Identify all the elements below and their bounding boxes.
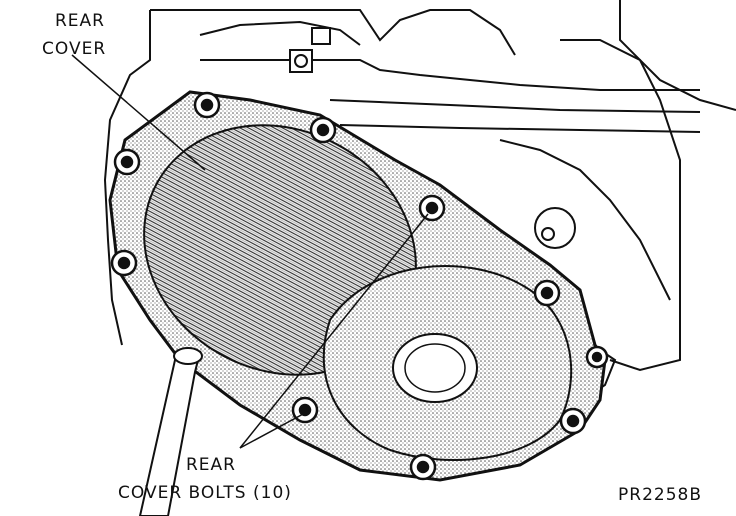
rear-cover-leader: [71, 54, 206, 171]
cover-bolt: [533, 279, 561, 307]
cover-bolt: [559, 407, 587, 435]
rear-cover-bolts: [110, 91, 609, 481]
cover-bolt: [291, 396, 319, 424]
cover-bolt: [110, 249, 138, 277]
figure-code: PR2258B: [618, 485, 702, 505]
bolts-leader-upper: [239, 213, 429, 449]
pry-tool: [138, 347, 203, 516]
cover-bolt: [309, 116, 337, 144]
cover-bolt: [409, 453, 437, 481]
housing-top-bolts: [289, 27, 331, 73]
rear-cover-label-line2: COVER: [42, 39, 106, 59]
cover-bolt: [113, 148, 141, 176]
leader-lines: [71, 54, 429, 449]
cover-bolts-label-line1: REAR: [186, 455, 236, 475]
output-shaft-boss: [392, 333, 478, 403]
cover-bolts-label-line2: COVER BOLTS (10): [118, 483, 292, 503]
cover-bolt: [193, 91, 221, 119]
cover-bolt: [418, 194, 446, 222]
rear-cover-label-line1: REAR: [55, 11, 105, 31]
cover-bolt: [585, 345, 609, 369]
bolts-leader-lower: [239, 412, 306, 449]
